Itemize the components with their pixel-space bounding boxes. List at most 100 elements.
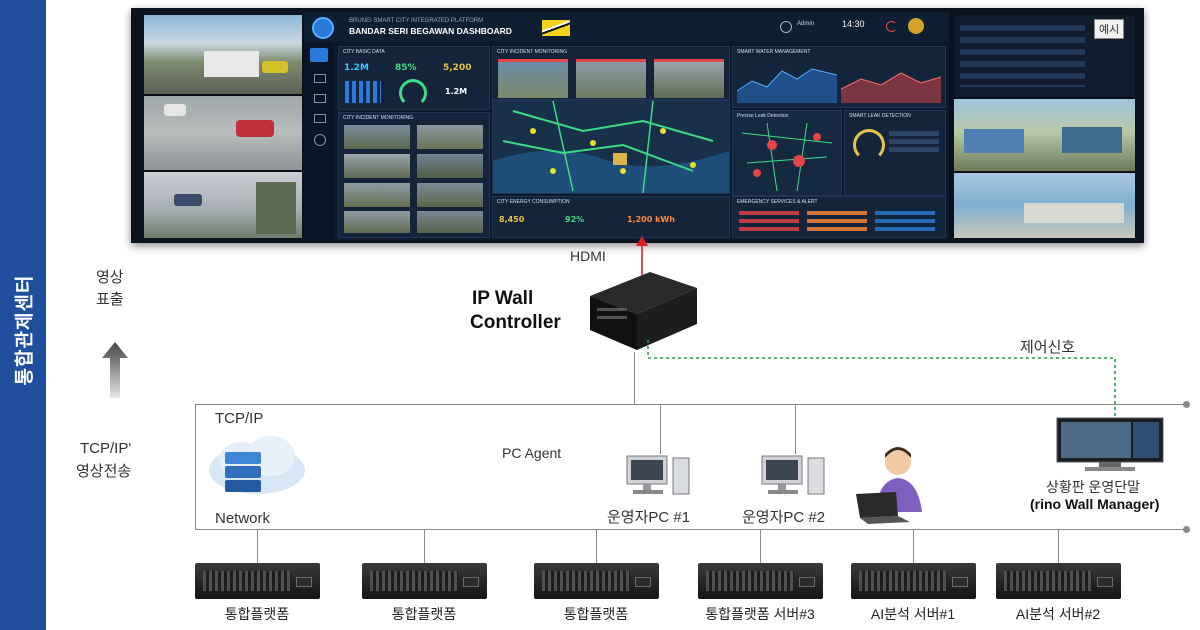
camera-feed	[143, 171, 303, 239]
server-drop-line	[760, 529, 761, 565]
incident-thumbnail	[344, 125, 410, 149]
control-signal-line	[647, 340, 1116, 418]
server-label: 통합플랫폼 서버#3	[705, 606, 815, 622]
ip-wall-controller-device	[590, 272, 697, 350]
panel-title: CITY INCIDENT MONITORING	[343, 115, 414, 121]
hdmi-label: HDMI	[570, 248, 606, 264]
mini-bar-chart	[345, 81, 381, 103]
operator-pc-2-label: 운영자PC #2	[742, 509, 826, 526]
nav-dashboard-icon	[310, 48, 328, 62]
server-drop-line	[257, 529, 258, 565]
panel-leak-detection: Precise Leak Detection	[732, 110, 842, 196]
operator-person-icon	[856, 447, 922, 524]
bus-end-dot	[1183, 401, 1190, 408]
sample-badge: 예시	[1094, 19, 1125, 39]
control-signal-label: 제어신호	[1020, 339, 1076, 356]
city-dashboard: BRUNEI SMART CITY INTEGRATED PLATFORM BA…	[304, 12, 949, 240]
server-drop-line	[424, 529, 425, 565]
server-unit	[851, 563, 976, 599]
dashboard-title: BANDAR SERI BEGAWAN DASHBOARD	[349, 26, 512, 36]
incident-thumbnail	[344, 211, 410, 233]
incident-thumbnail	[417, 211, 483, 233]
stat-street-lighting: 8,450	[499, 215, 525, 224]
panel-energy: CITY ENERGY CONSUMPTION 8,450 92% 1,200 …	[492, 196, 730, 238]
incident-thumbnail	[344, 183, 410, 207]
network-label: Network	[215, 510, 271, 527]
server-drop-line	[1058, 529, 1059, 565]
panel-title: CITY BASIC DATA	[343, 49, 385, 55]
panel-title: EMERGENCY SERVICES & ALERT	[737, 199, 818, 205]
server-label: 통합플랫폼	[224, 606, 290, 622]
nav-settings-icon	[314, 134, 326, 146]
refresh-icon	[886, 21, 897, 32]
clock-time: 14:30	[842, 19, 865, 29]
water-level-chart	[841, 72, 941, 103]
pc1-drop-line	[660, 404, 661, 454]
pc-agent-label: PC Agent	[502, 445, 562, 461]
incident-thumbnail	[654, 59, 724, 98]
tcpip-video-label-1: TCP/IP'	[80, 440, 132, 457]
incident-thumbnail	[576, 59, 646, 98]
panel-emergency: EMERGENCY SERVICES & ALERT	[732, 196, 946, 238]
video-wall: BRUNEI SMART CITY INTEGRATED PLATFORM BA…	[131, 8, 1144, 243]
stat-efficiency-energy: 92%	[565, 215, 585, 224]
camera-feed	[953, 172, 1136, 239]
server-drop-line	[913, 529, 914, 565]
panel-smart-leak: SMART LEAK DETECTION	[844, 110, 946, 196]
ip-wall-controller-label-2: Controller	[470, 312, 561, 333]
camera-feed	[953, 98, 1136, 172]
server-drop-line	[596, 529, 597, 565]
desktop-pc-icon	[761, 455, 825, 495]
stat-building-energy: 1,200 kWh	[627, 215, 675, 224]
server-label: 통합플랫폼	[563, 606, 629, 622]
controller-drop-line	[634, 352, 635, 404]
emblem-icon	[908, 18, 924, 34]
network-bus-bottom	[195, 529, 1185, 530]
stat-density: 5,200	[443, 63, 472, 73]
desktop-pc-icon	[626, 455, 690, 495]
panel-incident-top: CITY INCIDENT MONITORING	[492, 46, 730, 100]
panel-water: SMART WATER MANAGEMENT	[732, 46, 946, 108]
sidebar-band: 통합관제센터	[0, 0, 46, 630]
dashboard-nav	[304, 42, 334, 240]
video-output-label-1: 영상	[96, 269, 124, 286]
stat-efficiency: 85%	[395, 63, 417, 73]
tcpip-label: TCP/IP	[215, 410, 264, 427]
panel-title: SMART WATER MANAGEMENT	[737, 49, 811, 55]
sidebar-title: 통합관제센터	[13, 274, 36, 386]
server-label: 통합플랫폼	[391, 606, 457, 622]
flag-icon	[542, 20, 570, 36]
incident-thumbnail	[417, 183, 483, 207]
terminal-label-2: (rino Wall Manager)	[1030, 496, 1160, 512]
status-list	[889, 131, 939, 155]
water-line-chart	[737, 68, 837, 103]
leak-map	[741, 123, 833, 191]
server-unit	[996, 563, 1121, 599]
user-icon	[780, 21, 792, 33]
incident-thumbnail	[498, 59, 568, 98]
logo-icon	[312, 17, 334, 39]
alert-list	[807, 211, 867, 233]
nav-camera-icon	[314, 74, 326, 83]
gauge-icon	[853, 129, 885, 161]
terminal-label-1: 상황판 운영단말	[1046, 479, 1141, 495]
network-bus-top	[195, 404, 1185, 405]
incident-thumbnail	[417, 154, 483, 178]
device-list-panel: 예시	[953, 14, 1136, 98]
wall-manager-terminal-icon	[1056, 417, 1164, 471]
video-output-label-2: 표출	[96, 291, 124, 308]
stat-commuters: 1.2M	[445, 87, 468, 96]
nav-map-icon	[314, 94, 326, 103]
bus-end-dot	[1183, 526, 1190, 533]
server-label: AI분석 서버#1	[870, 606, 956, 622]
dashboard-subtitle: BRUNEI SMART CITY INTEGRATED PLATFORM	[349, 18, 484, 24]
gauge-icon	[399, 79, 427, 107]
alert-list	[875, 211, 935, 233]
operator-pc-1-label: 운영자PC #1	[607, 509, 691, 526]
panel-title: CITY ENERGY CONSUMPTION	[497, 199, 570, 205]
user-name: Admin	[797, 21, 815, 27]
nav-alert-icon	[314, 114, 326, 123]
panel-title: Precise Leak Detection	[737, 113, 789, 119]
ip-wall-controller-label-1: IP Wall	[472, 288, 534, 309]
server-unit	[195, 563, 320, 599]
